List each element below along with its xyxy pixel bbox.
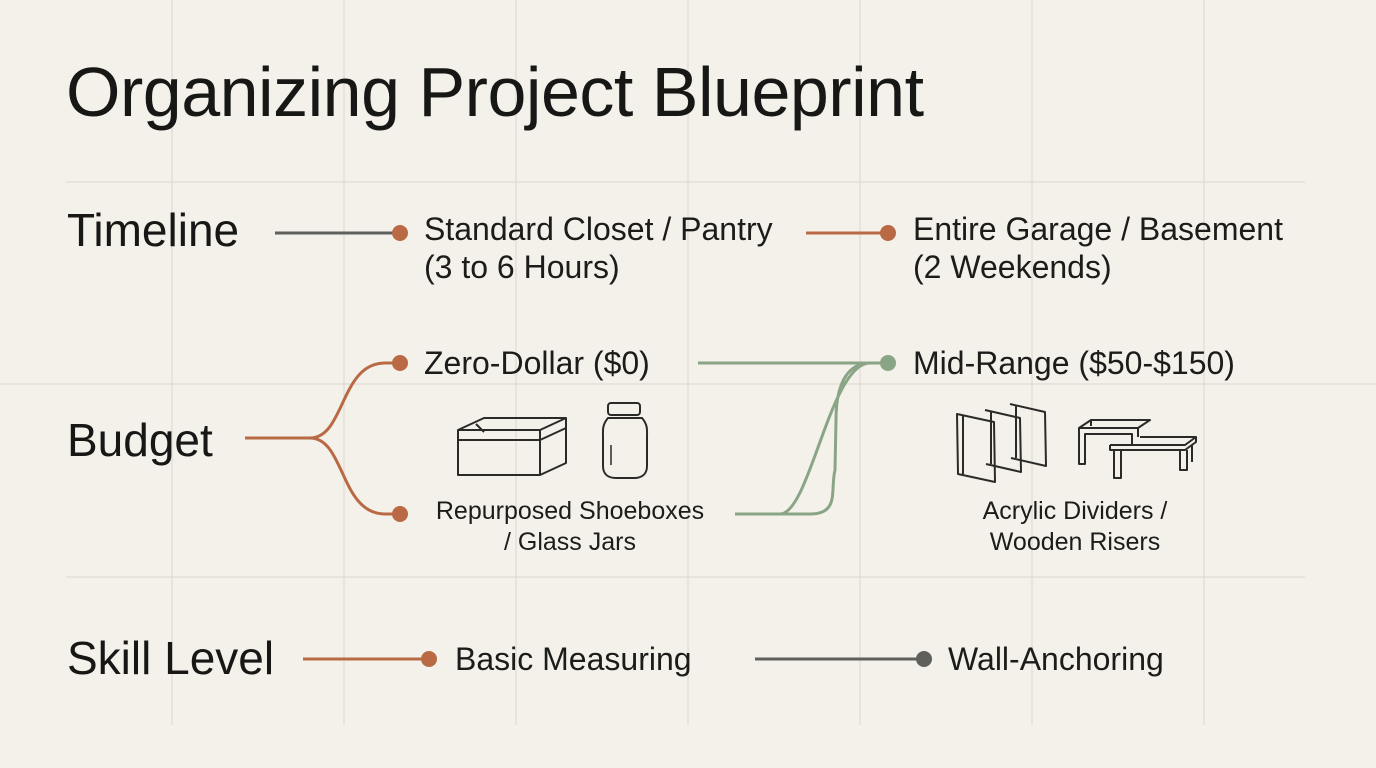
budget-tier-mid: Mid-Range ($50-$150) [913,345,1235,381]
timeline-option-garage-duration: (2 Weekends) [913,249,1112,285]
glass-jar-icon [601,402,649,479]
timeline-label: Timeline [67,204,240,256]
page-title: Organizing Project Blueprint [66,53,924,131]
skill-node-a [421,651,437,667]
wooden-risers-icon [1078,419,1197,479]
timeline-option-garage: Entire Garage / Basement (2 Weekends) [913,210,1283,286]
budget-zero-items-line2: / Glass Jars [504,528,636,556]
budget-tier-zero: Zero-Dollar ($0) [424,345,650,381]
budget-mid-items-line2: Wooden Risers [989,528,1161,556]
timeline-option-closet: Standard Closet / Pantry (3 to 6 Hours) [424,210,773,286]
acrylic-dividers-icon [956,403,1047,483]
skill-level-basic: Basic Measuring [455,641,692,677]
budget-mid-items: Acrylic Dividers / Wooden Risers [935,496,1215,558]
budget-node-zero [392,355,408,371]
budget-branch-connector [245,361,398,516]
timeline-node-b [880,225,896,241]
budget-sage-connector [698,361,886,516]
timeline-option-closet-duration: (3 to 6 Hours) [424,249,620,285]
shoebox-icon [457,417,567,476]
skill-node-b [916,651,932,667]
budget-zero-items: Repurposed Shoeboxes / Glass Jars [420,496,720,558]
skill-level-advanced: Wall-Anchoring [948,641,1164,677]
skill-label: Skill Level [67,632,275,684]
timeline-node-a [392,225,408,241]
budget-node-repurposed [392,506,408,522]
budget-node-mid [880,355,896,371]
budget-mid-items-line1: Acrylic Dividers / [982,497,1168,525]
budget-zero-items-line1: Repurposed Shoeboxes [435,497,705,525]
timeline-option-garage-title: Entire Garage / Basement [913,211,1283,247]
timeline-option-closet-title: Standard Closet / Pantry [424,211,773,247]
budget-label: Budget [67,414,213,466]
